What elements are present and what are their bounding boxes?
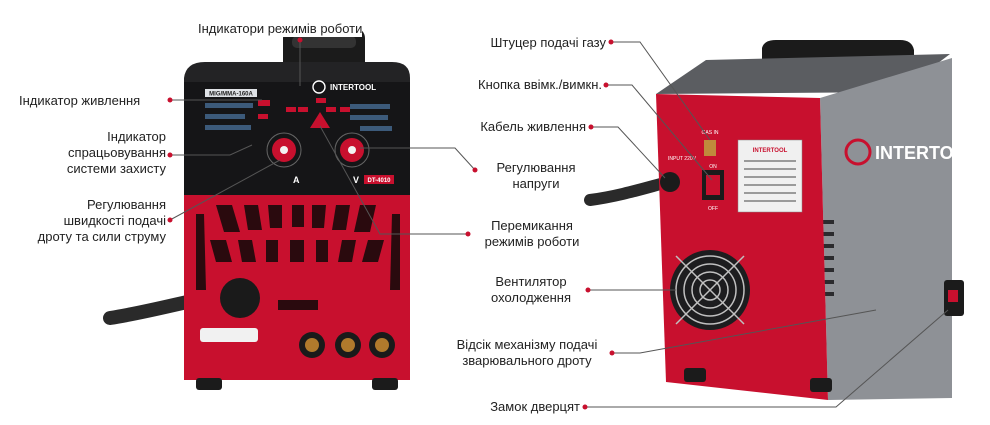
callout-wire-feed-bay: Відсік механізму подачі зварювального др… [446,337,608,369]
leader-lines [167,37,949,410]
gas-fitting [704,140,716,156]
input-label: INPUT 220V [668,156,697,162]
side-panel [820,58,952,400]
foot-right [372,378,398,390]
brand-logo-side [844,138,872,166]
voltage-knob: V [334,132,370,185]
callout-protection-line2: спрацьовування [68,145,166,160]
cooling-fan [670,250,750,330]
mode-labels-bars [205,103,392,131]
knob-left-symbol: A [293,175,300,185]
brand-side: INTERTOOL [875,143,979,163]
callout-voltage-line1: Регулювання [496,160,576,175]
nameplate-brand: INTERTOOL [753,148,788,154]
callout-mode-switch-line2: режимів роботи [484,234,580,249]
output-sockets [299,332,395,358]
callout-cooling-fan: Вентилятор охолодження [478,274,584,306]
mode-switch-button [310,112,330,128]
callout-gas-fitting: Штуцер подачі газу [460,35,606,51]
brand-logo-front [312,80,326,94]
gas-label: GAS IN [702,130,719,136]
power-switch-rocker [706,175,720,195]
callout-wire-line2: швидкості подачі [63,213,166,228]
callout-mode-indicators: Індикатори режимів роботи [198,21,363,37]
mode-led-group [258,98,350,119]
foot-left [196,378,222,390]
switch-on-label: ON [709,164,717,170]
model-plate [205,89,257,97]
handle-grip [292,36,356,48]
model-label: MIG/MMA-160A [209,92,253,98]
brand-front: INTERTOOL [330,83,376,92]
callout-wire-speed-current: Регулювання швидкості подачі дроту та си… [20,197,166,245]
side-fins [820,220,834,296]
nameplate-lines [744,160,796,202]
callout-power-button: Кнопка ввімк./вимкн. [452,77,602,93]
callout-protection-line3: системи захисту [66,161,166,176]
callout-door-lock: Замок дверцят [470,399,580,415]
model-code-front: DT-4010 [367,178,391,184]
callout-fan-line1: Вентилятор [495,274,567,289]
knob-right-symbol: V [353,175,359,185]
callout-power-cable: Кабель живлення [468,119,586,135]
callout-voltage-line2: напруги [512,176,560,191]
callout-bay-line1: Відсік механізму подачі [456,337,598,352]
power-cable-rear [584,176,674,206]
callout-mode-switch: Перемикання режимів роботи [472,218,592,250]
front-view-machine: MIG/MMA-160A INTERTOOL A [103,28,410,390]
callout-mode-switch-line1: Перемикання [491,218,573,233]
callout-bay-line2: зварювального дроту [462,353,592,368]
door-lock-button [948,290,958,302]
torch-connector [220,278,260,318]
switch-off-label: OFF [708,206,718,212]
current-knob: A [266,132,302,185]
rear-foot-right [810,378,832,392]
rear-view-machine: INTERTOOL INTERTOOL GAS IN ON OFF INPUT … [584,40,979,400]
front-vent-slots [196,205,400,310]
callout-protection-indicator: Індикатор спрацьовування системи захисту [44,129,166,177]
callout-protection-line1: Індикатор [107,129,166,144]
torch-symbol-plate [200,328,258,342]
callout-power-indicator: Індикатор живлення [19,93,141,109]
callout-fan-line2: охолодження [491,290,571,305]
callout-voltage-control: Регулювання напруги [480,160,592,192]
rear-foot-left [684,368,706,382]
cable-gland [660,172,680,192]
callout-wire-line1: Регулювання [86,197,166,212]
model-code-badge [364,175,394,184]
callout-wire-line3: дроту та сили струму [37,229,166,244]
